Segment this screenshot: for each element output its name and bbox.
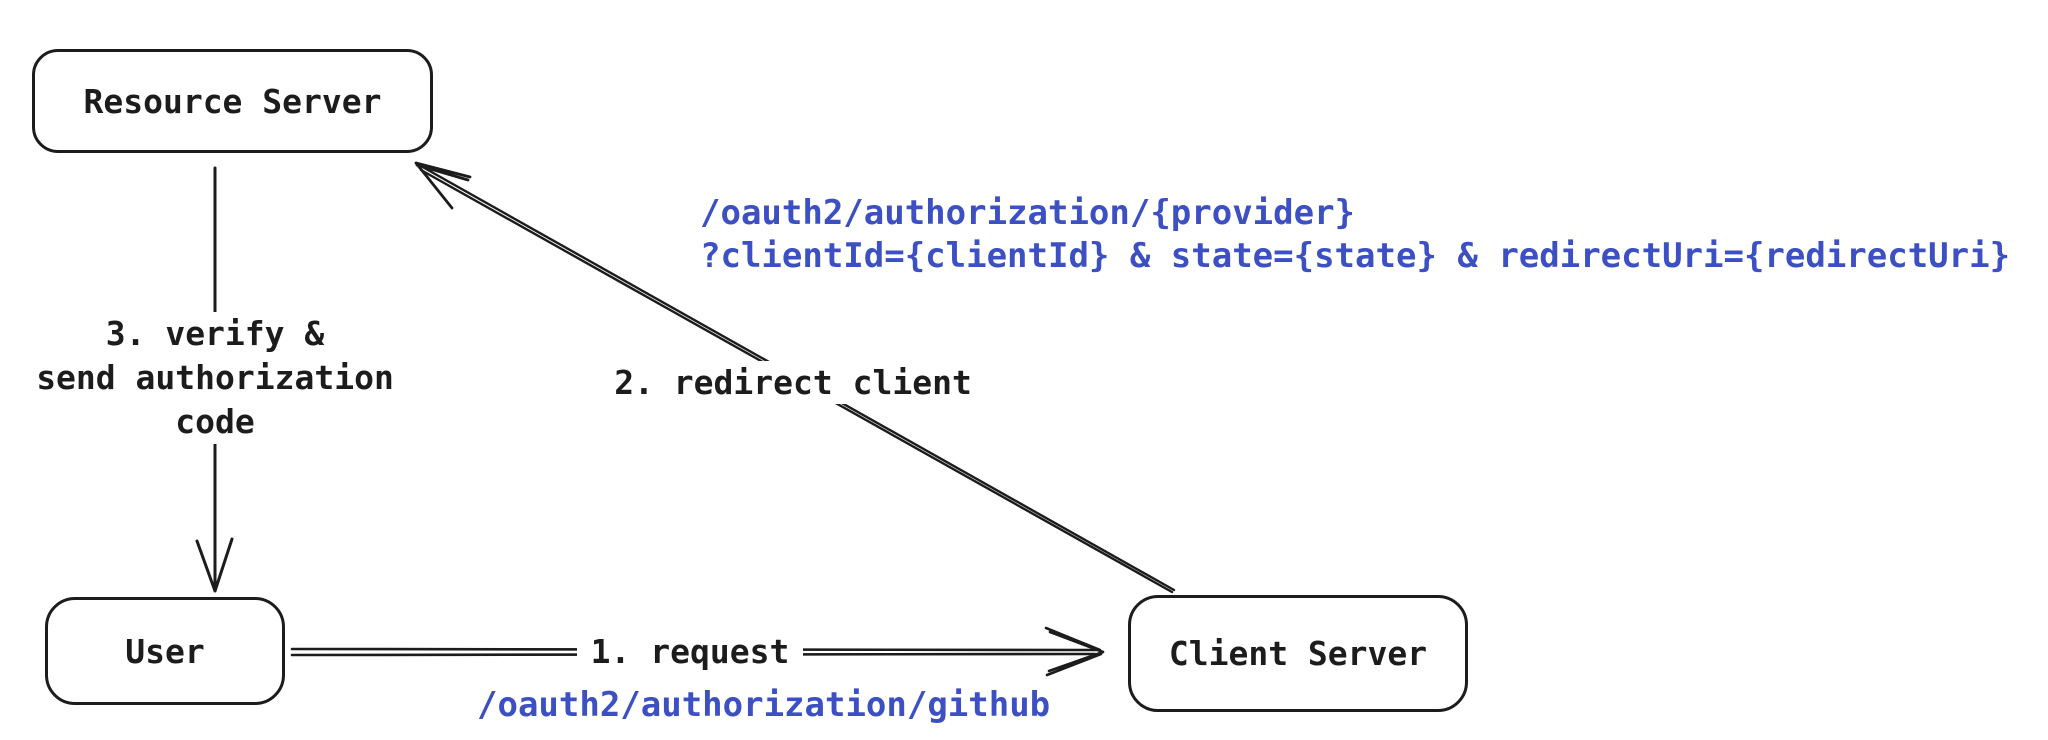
verify-edge-label-line1: 3. verify & [105,314,325,353]
node-user-label: User [125,631,205,671]
verify-arrowhead-icon [195,537,234,593]
redirect-endpoint-path: /oauth2/authorization/{provider} ?client… [700,192,2010,278]
redirect-endpoint-path-line1: /oauth2/authorization/{provider} [700,193,1356,233]
node-resource-server: Resource Server [32,49,433,153]
redirect-arrowhead-icon [414,161,472,210]
request-arrowhead-icon [1044,626,1105,677]
verify-edge-label-line3: code [175,402,255,441]
redirect-endpoint-path-line2: ?clientId={clientId} & state={state} & r… [700,236,2011,276]
verify-edge-label-line2: send authorization [36,358,394,397]
node-client-server-label: Client Server [1168,634,1428,673]
request-edge-label: 1. request [577,630,803,673]
redirect-edge-label: 2. redirect client [593,361,993,404]
node-client-server: Client Server [1128,595,1468,712]
verify-edge-label: 3. verify & send authorization code [15,312,415,444]
node-resource-server-label: Resource Server [83,81,382,121]
node-user: User [45,597,285,705]
request-endpoint-path: /oauth2/authorization/github [477,685,1051,725]
